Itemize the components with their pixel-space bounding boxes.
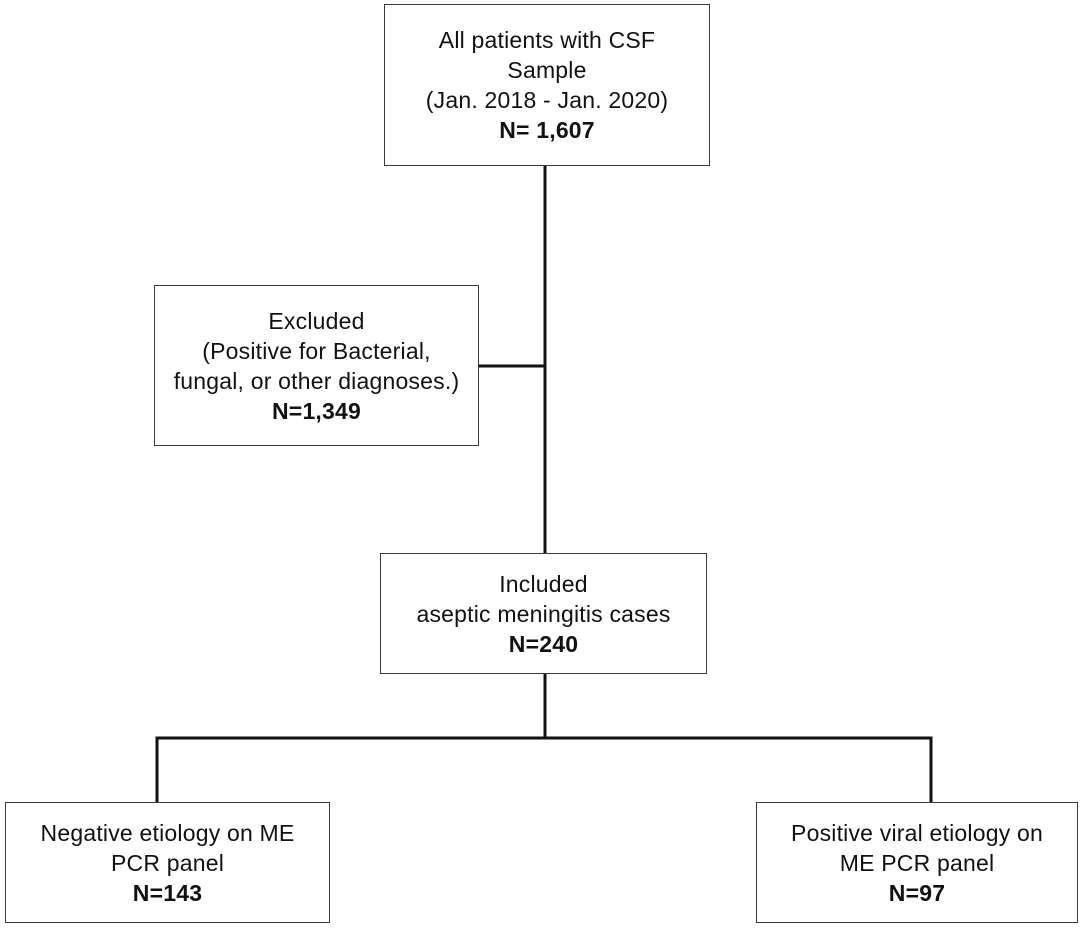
all-patients-box: All patients with CSF Sample (Jan. 2018 … bbox=[384, 4, 710, 166]
all-patients-line-2: Sample bbox=[507, 57, 587, 83]
all-patients-line-1: All patients with CSF bbox=[438, 27, 656, 53]
positive-line-1: Positive viral etiology on bbox=[791, 819, 1043, 846]
included-line-1: Included bbox=[499, 570, 588, 597]
positive-viral-etiology-box: Positive viral etiology on ME PCR panel … bbox=[756, 802, 1078, 923]
negative-line-1: Negative etiology on ME bbox=[40, 819, 295, 846]
excluded-count: N=1,349 bbox=[272, 397, 361, 424]
excluded-box: Excluded (Positive for Bacterial, fungal… bbox=[154, 285, 479, 446]
excluded-line-3: fungal, or other diagnoses.) bbox=[173, 367, 460, 394]
included-box: Included aseptic meningitis cases N=240 bbox=[380, 553, 707, 674]
excluded-line-1: Excluded bbox=[268, 307, 365, 334]
included-count: N=240 bbox=[508, 630, 579, 657]
negative-line-2: PCR panel bbox=[110, 849, 225, 876]
negative-count: N=143 bbox=[132, 879, 203, 906]
excluded-line-2: (Positive for Bacterial, bbox=[202, 337, 431, 364]
positive-count: N=97 bbox=[888, 879, 946, 906]
included-line-2: aseptic meningitis cases bbox=[416, 600, 671, 627]
negative-etiology-box: Negative etiology on ME PCR panel N=143 bbox=[5, 802, 330, 923]
positive-line-2: ME PCR panel bbox=[839, 849, 995, 876]
all-patients-count: N= 1,607 bbox=[499, 117, 595, 143]
all-patients-line-3: (Jan. 2018 - Jan. 2020) bbox=[425, 87, 669, 113]
